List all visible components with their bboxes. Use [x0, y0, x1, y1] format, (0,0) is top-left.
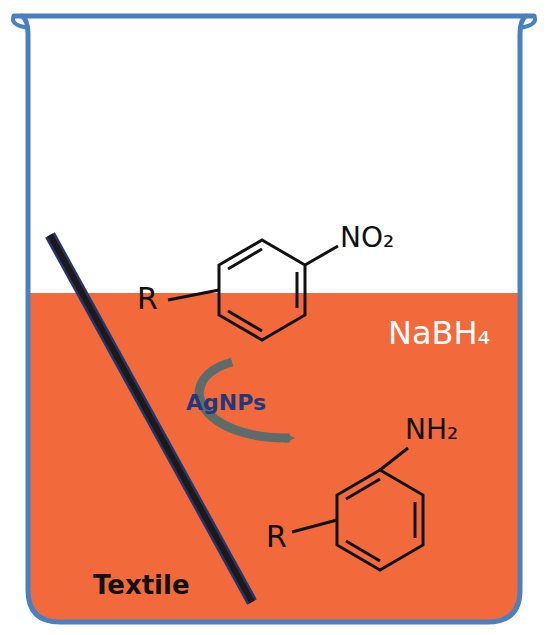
beaker-outline — [14, 16, 534, 622]
liquid — [28, 293, 520, 620]
substituent-label: R — [266, 522, 287, 552]
catalyst-label: AgNPs — [186, 392, 266, 414]
aniline-structure — [292, 448, 423, 570]
reagent-label: NaBH₄ — [388, 317, 490, 349]
substituent-label: R — [137, 284, 158, 314]
group-label: NH₂ — [405, 416, 458, 444]
beaker-lip — [13, 16, 535, 28]
group-label: NO₂ — [340, 224, 394, 252]
part-label: Textile — [93, 572, 190, 598]
nitroarene-structure — [168, 240, 338, 340]
